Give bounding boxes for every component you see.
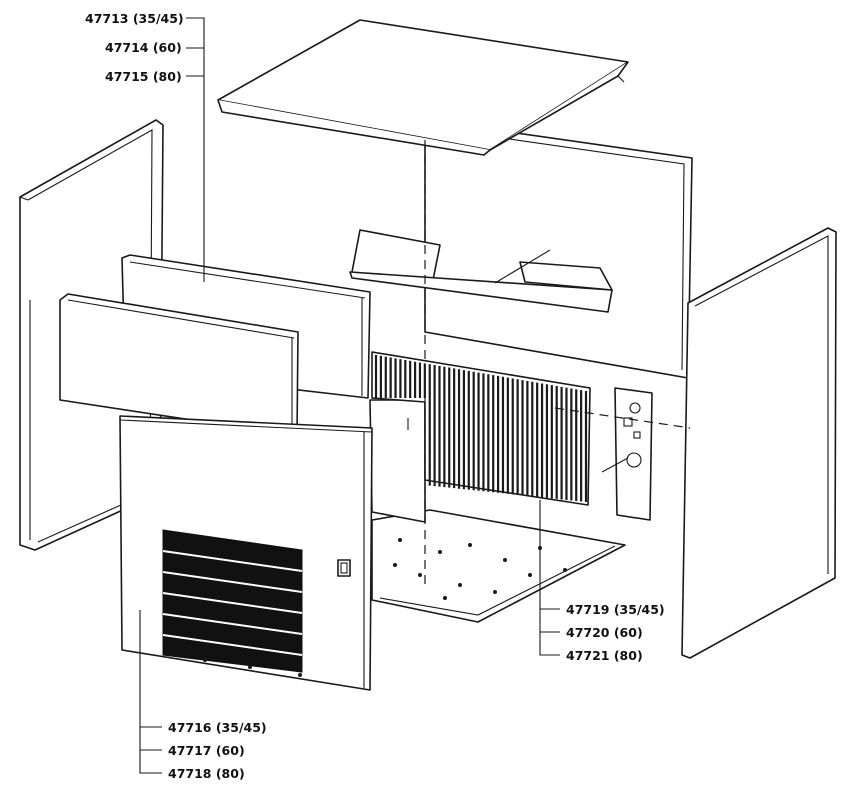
callout-label: 47719 (35/45)	[566, 602, 665, 617]
callout-label: 47718 (80)	[168, 766, 245, 781]
callout-top-panel: 47713 (35/45) 47714 (60) 47715 (80)	[85, 11, 184, 84]
callout-label: 47715 (80)	[105, 69, 182, 84]
control-bracket	[601, 387, 653, 521]
center-divider	[369, 399, 426, 523]
callout-label: 47716 (35/45)	[168, 720, 267, 735]
callout-label: 47721 (80)	[566, 648, 643, 663]
front-panel	[119, 415, 373, 691]
top-panel	[217, 19, 629, 156]
vent-slat	[162, 571, 303, 593]
alignment-line-horizontal	[554, 407, 691, 429]
callout-front-panel: 47716 (35/45) 47717 (60) 47718 (80)	[168, 720, 267, 781]
vent-slat	[162, 634, 303, 656]
internal-bracket	[349, 229, 613, 313]
base-plate	[371, 509, 626, 623]
callout-condenser-grille: 47719 (35/45) 47720 (60) 47721 (80)	[566, 602, 665, 663]
callout-label: 47720 (60)	[566, 625, 643, 640]
front-louver-panel	[59, 293, 299, 437]
callout-label: 47713 (35/45)	[85, 11, 184, 26]
right-side-panel	[681, 227, 837, 659]
vent-slat	[162, 550, 303, 572]
rear-cabinet-panel	[424, 119, 693, 379]
callout-label: 47717 (60)	[168, 743, 245, 758]
vent-slat	[162, 592, 303, 614]
callout-label: 47714 (60)	[105, 40, 182, 55]
vent-slat	[162, 613, 303, 635]
leader-lines	[139, 17, 560, 774]
condenser-grille	[371, 351, 591, 506]
